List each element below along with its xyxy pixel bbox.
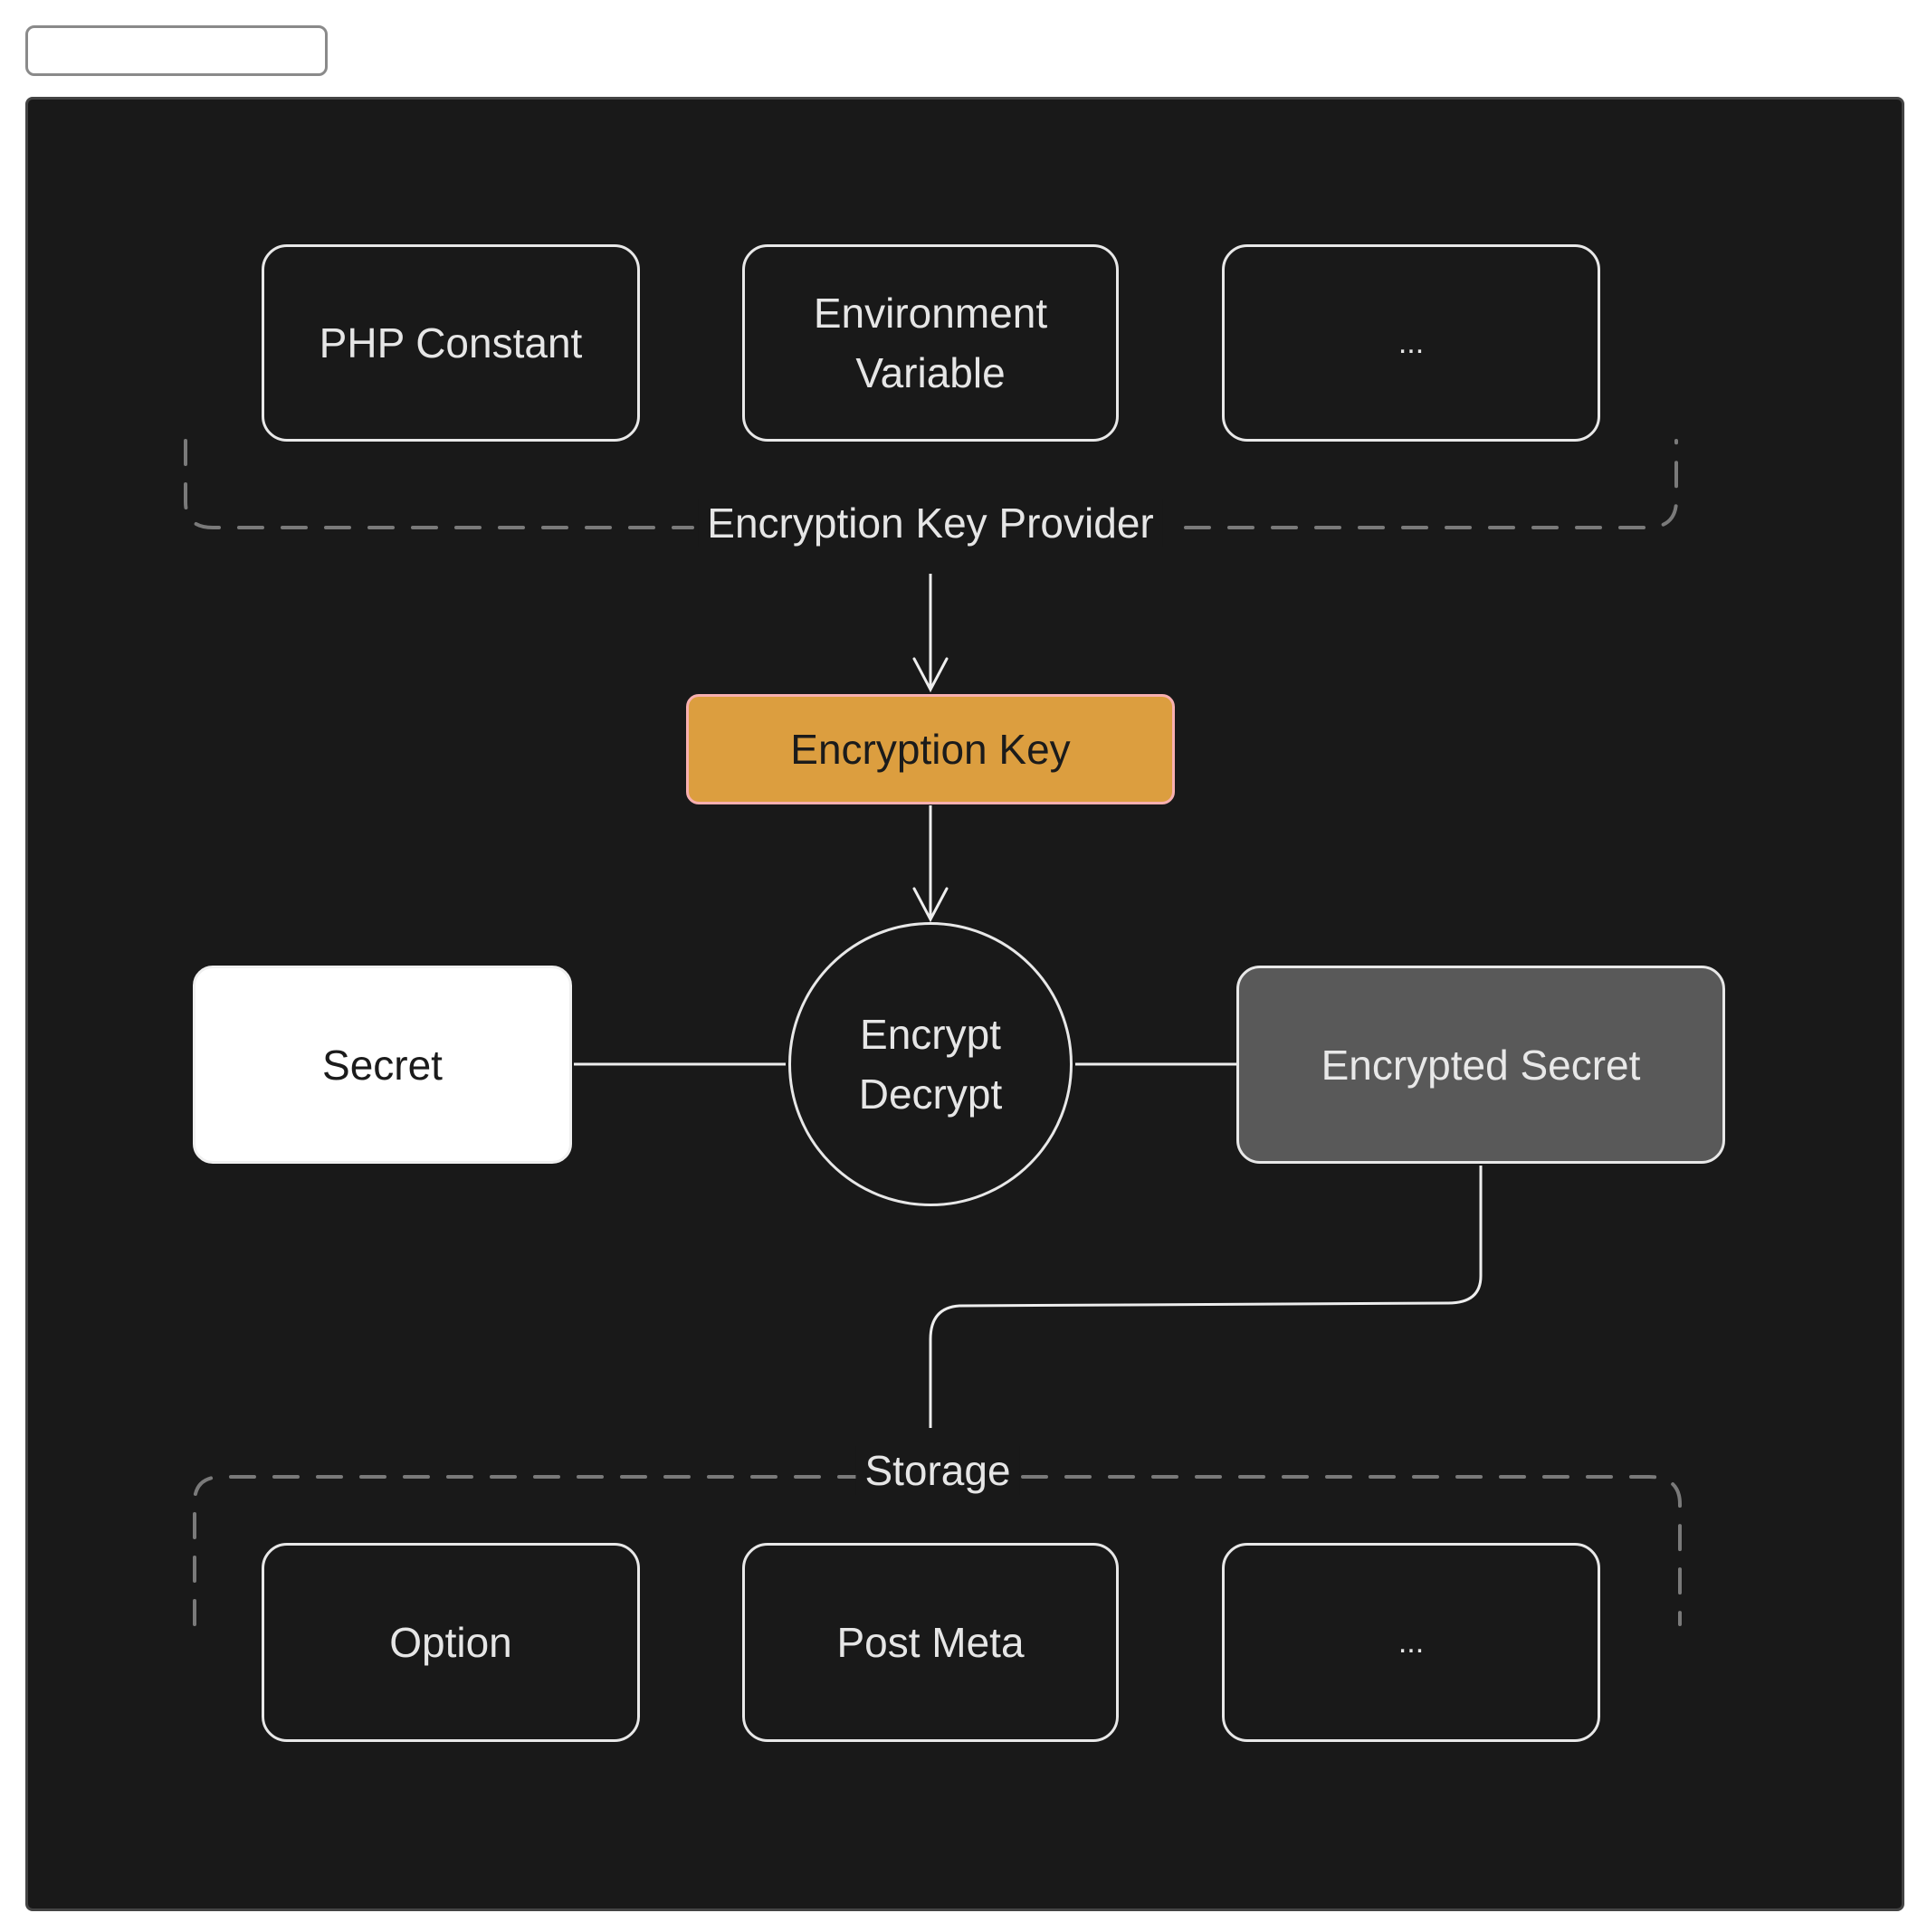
storage-item-label: ... (1398, 1625, 1425, 1660)
provider-item-label: PHP Constant (319, 319, 583, 366)
storage-item-label: Option (389, 1619, 512, 1666)
encrypted-secret-label: Encrypted Secret (1321, 1041, 1641, 1089)
title-input-box[interactable] (25, 25, 328, 76)
encrypt-label: Encrypt (860, 1011, 1001, 1058)
key-provider-group-label: Encryption Key Provider (698, 499, 1163, 547)
provider-item-label: ... (1398, 326, 1425, 360)
encrypt-decrypt-node[interactable]: Encrypt Decrypt (788, 922, 1073, 1206)
storage-item-more[interactable]: ... (1222, 1543, 1600, 1742)
provider-item-environment-variable[interactable]: Environment Variable (742, 244, 1119, 442)
provider-item-more[interactable]: ... (1222, 244, 1600, 442)
provider-item-php-constant[interactable]: PHP Constant (262, 244, 640, 442)
provider-item-label: Environment Variable (813, 290, 1048, 396)
encryption-key-node[interactable]: Encryption Key (686, 694, 1175, 804)
storage-item-label: Post Meta (836, 1619, 1025, 1666)
secret-node[interactable]: Secret (193, 966, 572, 1164)
secret-label: Secret (322, 1041, 443, 1089)
encryption-key-label: Encryption Key (790, 726, 1071, 773)
storage-item-option[interactable]: Option (262, 1543, 640, 1742)
storage-group-label: Storage (855, 1446, 1020, 1495)
decrypt-label: Decrypt (858, 1071, 1003, 1118)
encrypted-secret-node[interactable]: Encrypted Secret (1236, 966, 1725, 1164)
storage-item-post-meta[interactable]: Post Meta (742, 1543, 1119, 1742)
